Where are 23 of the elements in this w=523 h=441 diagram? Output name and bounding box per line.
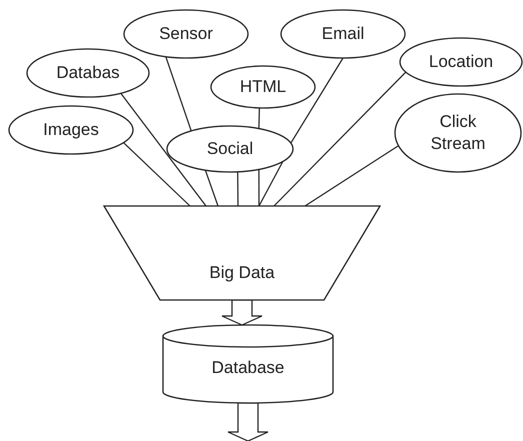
- connector-line: [123, 142, 190, 206]
- connector-line: [304, 145, 399, 206]
- connector-line: [165, 56, 192, 132]
- node-label: Images: [42, 119, 100, 141]
- node-label: Email: [320, 23, 366, 45]
- node-label: Location: [428, 51, 494, 73]
- block-arrow: [227, 402, 269, 441]
- connector-line: [204, 170, 219, 206]
- connector-line: [274, 72, 406, 206]
- node-label: Databas: [55, 62, 121, 84]
- connector-line: [290, 58, 344, 144]
- connector-line: [258, 161, 284, 206]
- node-label: Big Data: [208, 262, 276, 284]
- block-arrow: [221, 299, 263, 326]
- node-label: Sensor: [158, 23, 214, 45]
- connector-line: [120, 92, 206, 206]
- node-label: Social: [206, 138, 254, 160]
- connector-line: [258, 169, 260, 206]
- connector-line: [237, 172, 239, 206]
- connector-line: [258, 108, 260, 129]
- node-label: HTML: [238, 76, 288, 98]
- node-label: Click Stream: [430, 111, 486, 155]
- node-label: Database: [210, 357, 286, 379]
